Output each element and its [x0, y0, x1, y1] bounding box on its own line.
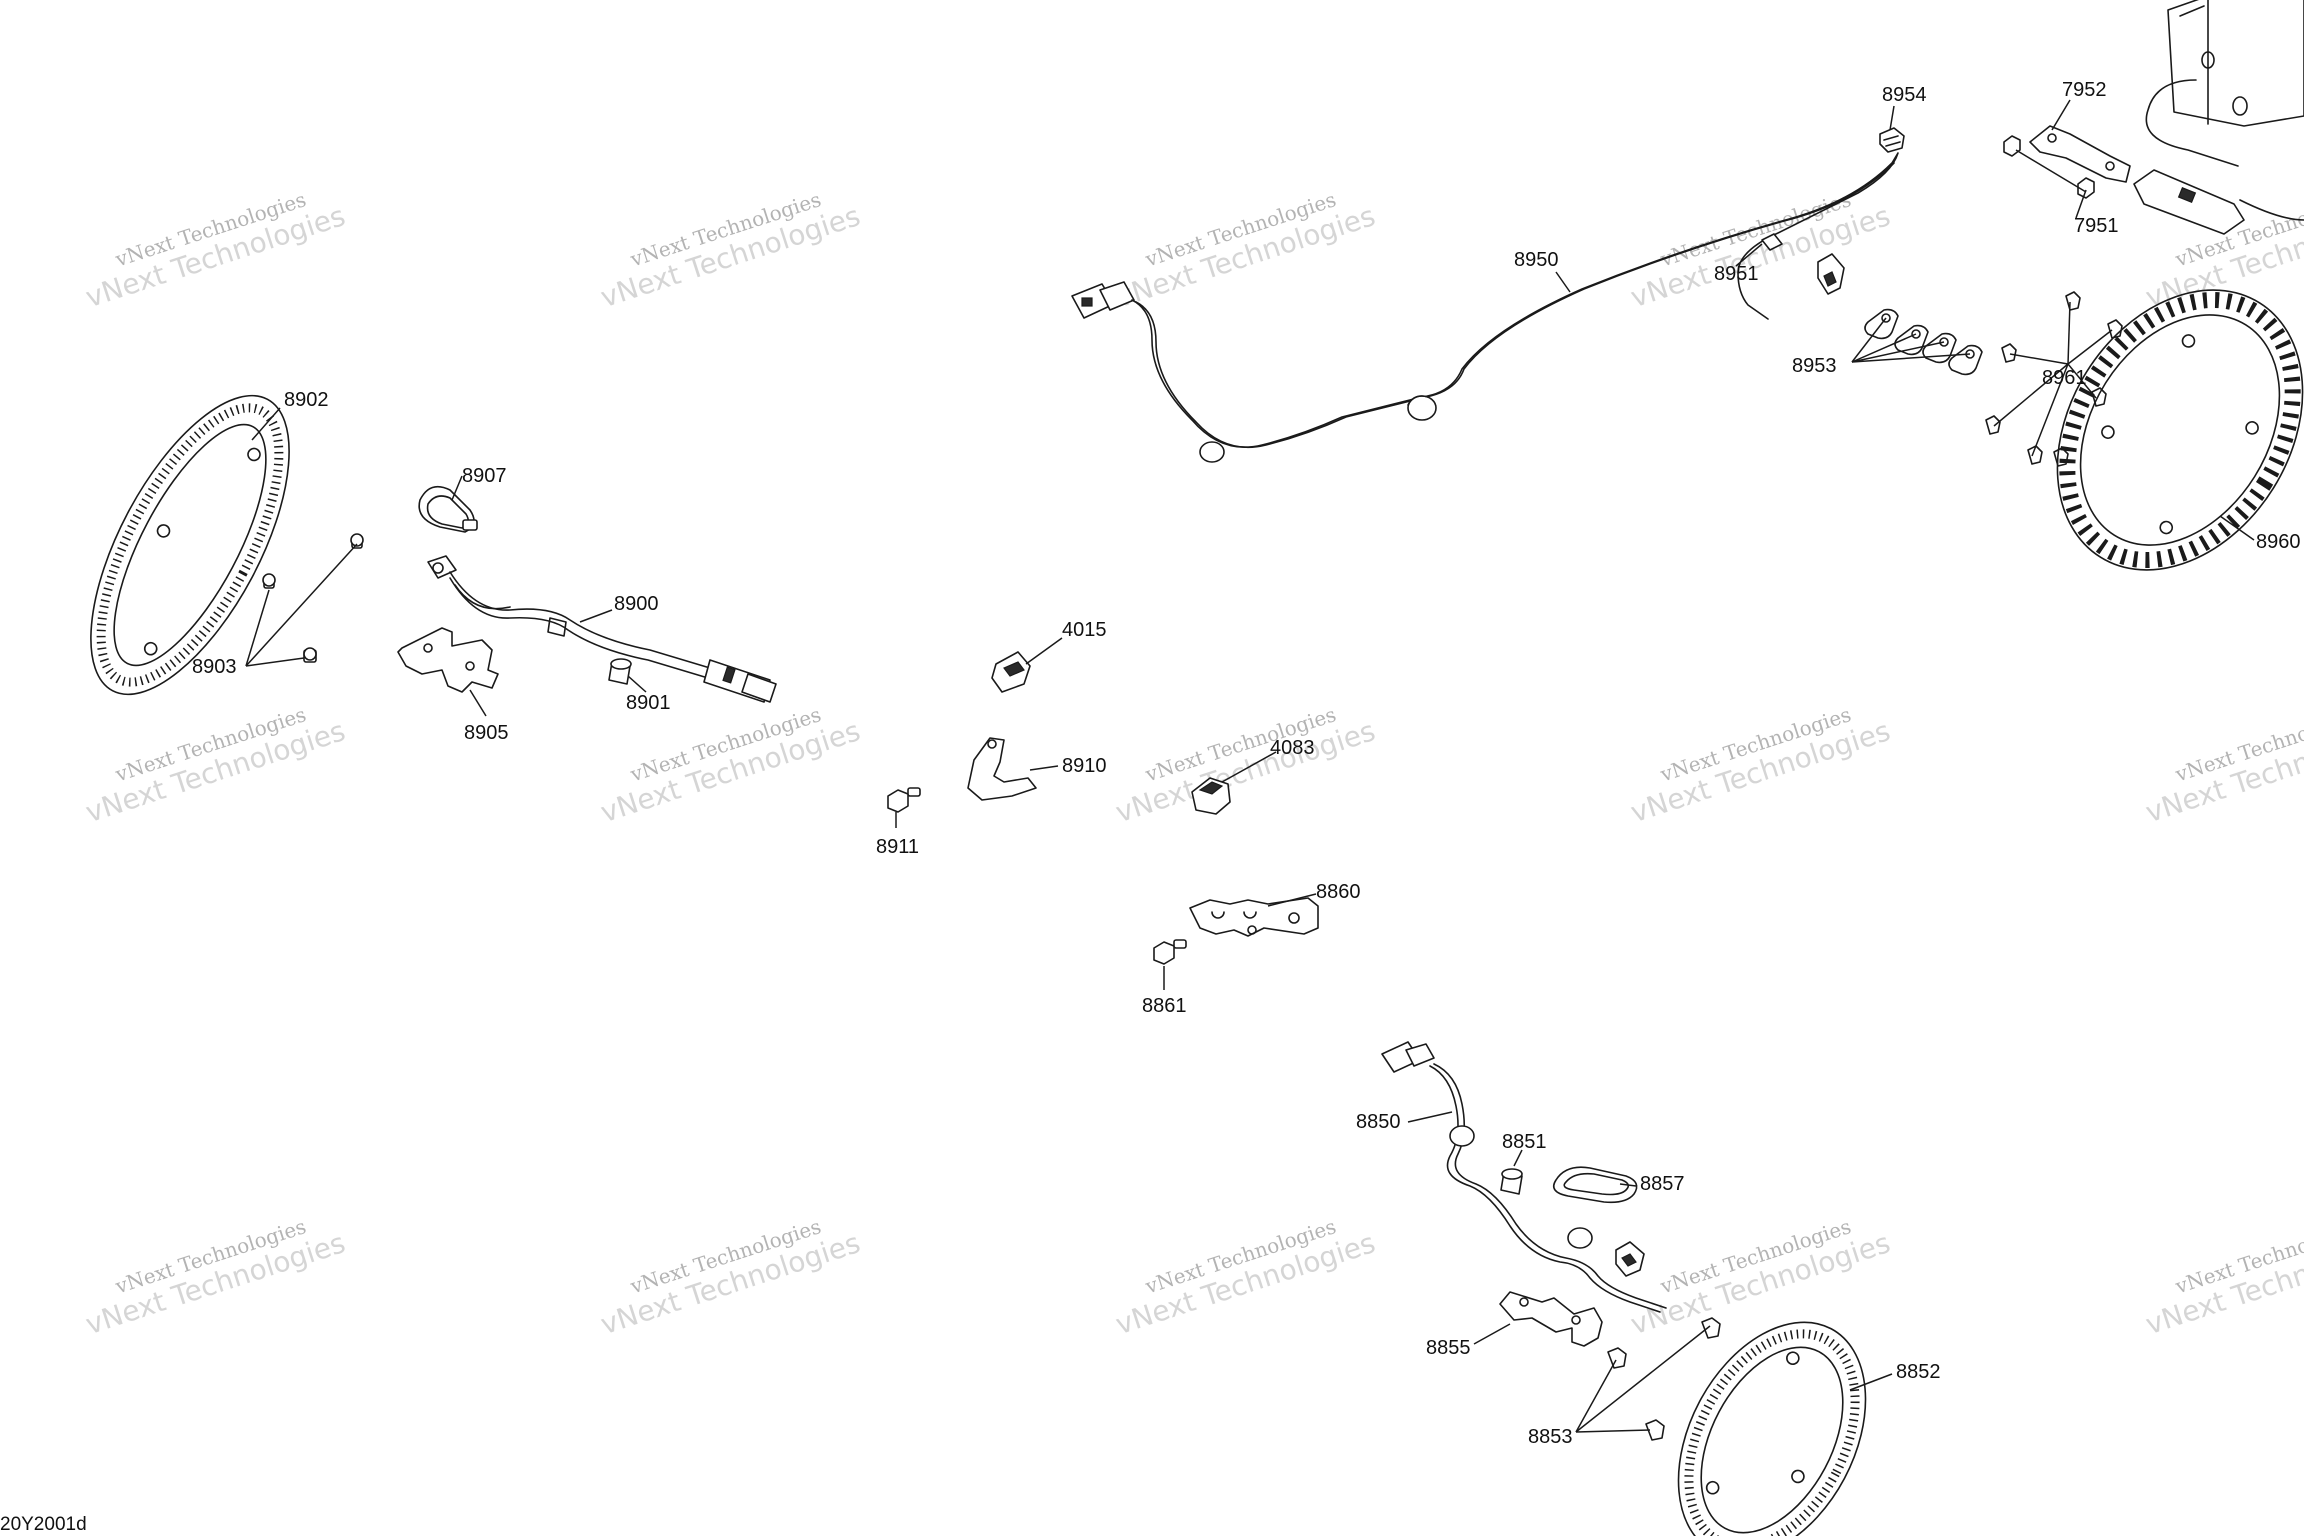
- callout-8902[interactable]: 8902: [284, 389, 329, 411]
- wheel-speed-sensor-8850: [1381, 1041, 1667, 1313]
- callout-8960[interactable]: 8960: [2256, 531, 2301, 553]
- screw-8853-c: [1645, 1419, 1665, 1441]
- callout-8907[interactable]: 8907: [462, 465, 507, 487]
- callout-4083[interactable]: 4083: [1270, 737, 1315, 759]
- bracket-8855: [1499, 1291, 1603, 1347]
- screw-8903-c: [303, 647, 317, 663]
- screw-8903-b: [262, 573, 276, 589]
- callout-8900[interactable]: 8900: [614, 593, 659, 615]
- bolt-8861: [1153, 939, 1187, 965]
- clamp-8907: [418, 485, 478, 533]
- callout-8857[interactable]: 8857: [1640, 1173, 1685, 1195]
- callout-8850[interactable]: 8850: [1356, 1111, 1401, 1133]
- callout-8911[interactable]: 8911: [876, 836, 919, 858]
- screw-8853-b: [1607, 1347, 1627, 1369]
- abs-module: [2133, 0, 2304, 235]
- callout-7951[interactable]: 7951: [2074, 215, 2119, 237]
- tone-ring-8852: [1677, 1321, 1867, 1536]
- callout-8861[interactable]: 8861: [1142, 995, 1187, 1017]
- bolt-8901: [608, 658, 632, 685]
- tone-ring-8902: [90, 394, 290, 696]
- tone-ring-8960: [2056, 289, 2304, 571]
- wheel-speed-sensor-8900: [427, 555, 777, 703]
- callout-8901[interactable]: 8901: [626, 692, 671, 714]
- bolt-8851: [1500, 1168, 1523, 1195]
- wiring-harness-8950: [1071, 127, 1905, 463]
- callout-8951[interactable]: 8951: [1714, 263, 1759, 285]
- callout-8910[interactable]: 8910: [1062, 755, 1107, 777]
- leader-lines: [245, 99, 2255, 1433]
- nut-7951-a: [2003, 135, 2021, 157]
- reference-code: 20Y2001d: [0, 1514, 87, 1535]
- bolt-8911: [887, 787, 921, 813]
- screw-8853-a: [1701, 1317, 1721, 1339]
- callout-8860[interactable]: 8860: [1316, 881, 1361, 903]
- callout-labels: 8902 8903 8907 8900 8901 8905 4015 8910 …: [192, 79, 2301, 1448]
- bracket-8860: [1189, 897, 1319, 937]
- callout-8954[interactable]: 8954: [1882, 84, 1927, 106]
- bracket-8910: [967, 737, 1037, 801]
- clamp-8857: [1552, 1166, 1638, 1204]
- screw-8903-a: [350, 533, 364, 549]
- callout-8961[interactable]: 8961: [2042, 367, 2087, 389]
- callout-8852[interactable]: 8852: [1896, 1361, 1941, 1383]
- bracket-8905: [397, 627, 499, 693]
- clip-4015: [991, 651, 1031, 693]
- callout-4015[interactable]: 4015: [1062, 619, 1107, 641]
- module-bracket-7952: [2029, 125, 2131, 183]
- callout-8853[interactable]: 8853: [1528, 1426, 1573, 1448]
- clip-4083: [1191, 777, 1231, 815]
- callout-8903[interactable]: 8903: [192, 656, 237, 678]
- callout-8855[interactable]: 8855: [1426, 1337, 1471, 1359]
- callout-7952[interactable]: 7952: [2062, 79, 2107, 101]
- nut-7951-b: [2077, 177, 2095, 199]
- callout-8851[interactable]: 8851: [1502, 1131, 1547, 1153]
- callout-8950[interactable]: 8950: [1514, 249, 1559, 271]
- callout-8953[interactable]: 8953: [1792, 355, 1837, 377]
- callout-8905[interactable]: 8905: [464, 722, 509, 744]
- shim-set-8953: [1864, 308, 1983, 376]
